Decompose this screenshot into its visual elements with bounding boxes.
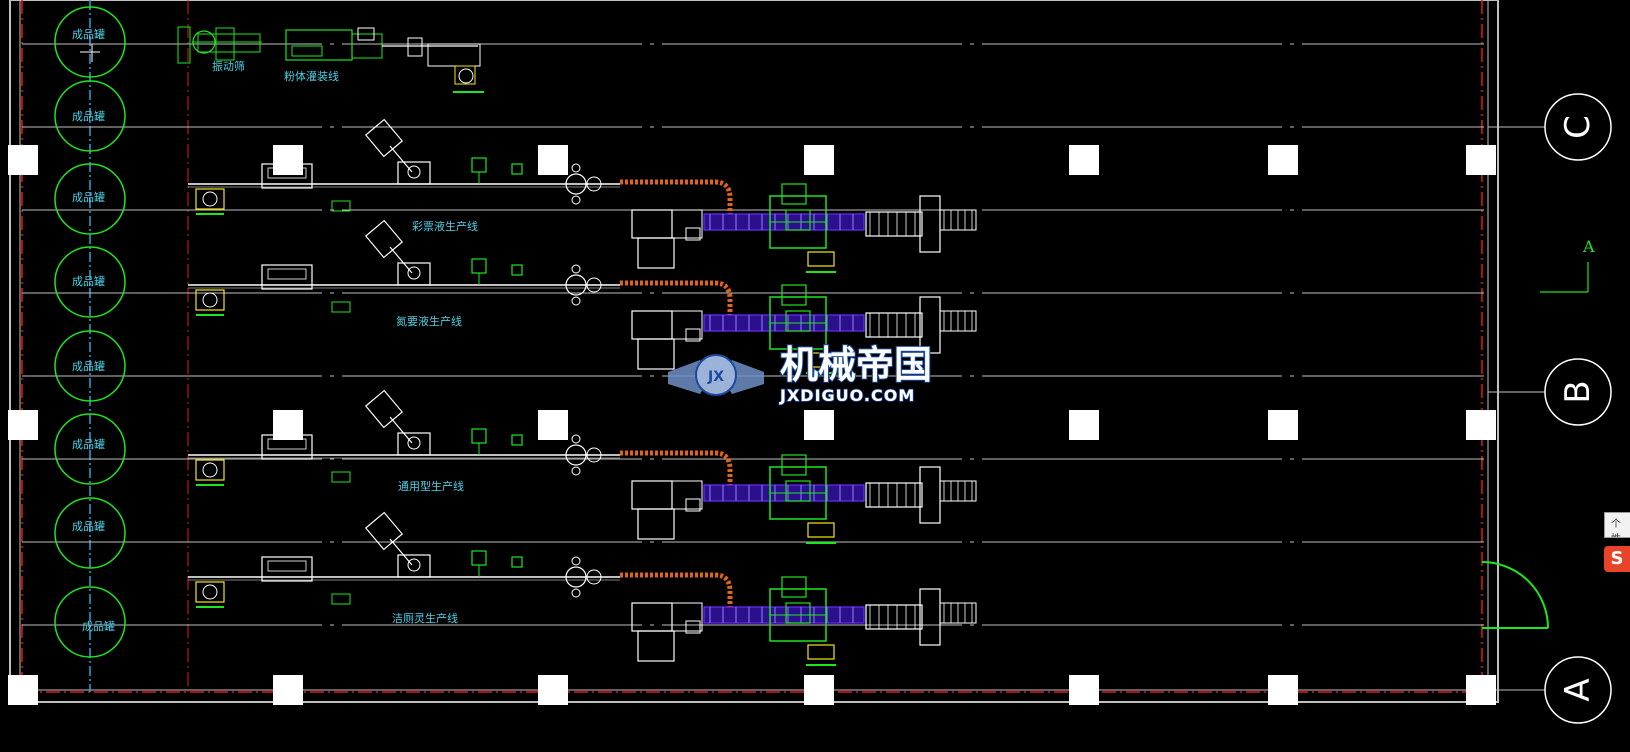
- tank[interactable]: 成品罐: [54, 246, 126, 318]
- production-line[interactable]: 洁厕灵生产线: [188, 511, 977, 666]
- axis-label-c: C: [1558, 115, 1598, 139]
- tank-label: 成品罐: [72, 520, 105, 533]
- column: [8, 145, 38, 175]
- production-line-label: 通用型生产线: [398, 479, 464, 493]
- column: [1268, 410, 1298, 440]
- tank-label: 成品罐: [72, 110, 105, 123]
- watermark-en: JXDIGUO.COM: [779, 386, 915, 405]
- production-line[interactable]: 彩票液生产线: [188, 118, 977, 273]
- column: [1268, 145, 1298, 175]
- powder-sieve-label: 振动筛: [212, 59, 245, 73]
- tank[interactable]: 成品罐: [54, 586, 126, 658]
- production-line[interactable]: 通用型生产线: [188, 389, 977, 544]
- axis-label-a: A: [1558, 678, 1598, 701]
- axis-bubble-a[interactable]: A: [1544, 656, 1612, 724]
- door-swing: [1481, 561, 1549, 629]
- section-view-marker: A: [1540, 237, 1595, 293]
- finished-product-tanks: 成品罐 成品罐 成品罐 成品罐 成品罐 成品罐 成品罐 成品罐: [54, 6, 126, 658]
- production-line-label: 洁厕灵生产线: [392, 611, 458, 625]
- axis-label-b: B: [1558, 380, 1598, 403]
- tank-label: 成品罐: [72, 360, 105, 373]
- tank-label: 成品罐: [72, 275, 105, 288]
- column: [273, 675, 303, 705]
- column: [804, 410, 834, 440]
- column: [1069, 410, 1099, 440]
- tank[interactable]: 成品罐: [54, 6, 126, 78]
- column: [1466, 675, 1496, 705]
- tank-label: 成品罐: [72, 28, 105, 41]
- tank[interactable]: 成品罐: [54, 163, 126, 235]
- axis-bubble-b[interactable]: B: [1544, 358, 1612, 426]
- view-marker-label: A: [1582, 237, 1595, 256]
- structural-columns: [8, 145, 1496, 705]
- production-line[interactable]: 氮要液生产线: [188, 219, 977, 374]
- column: [538, 410, 568, 440]
- powder-filling-line[interactable]: 振动筛 粉体灌装线: [177, 26, 484, 93]
- tank[interactable]: 成品罐: [54, 497, 126, 569]
- column: [1268, 675, 1298, 705]
- production-line-label: 氮要液生产线: [396, 314, 462, 328]
- tank-label: 成品罐: [82, 620, 115, 633]
- column: [804, 145, 834, 175]
- tank[interactable]: 成品罐: [54, 330, 126, 402]
- tank-label: 成品罐: [72, 438, 105, 451]
- tank-label: 成品罐: [72, 191, 105, 204]
- sogou-logo-icon[interactable]: S: [1604, 546, 1630, 572]
- column: [1069, 675, 1099, 705]
- column: [538, 145, 568, 175]
- horizontal-grid-lines: [22, 43, 1484, 626]
- watermark-cn: 机械帝国: [780, 343, 932, 387]
- column: [804, 675, 834, 705]
- axis-extension-lines: [1488, 126, 1545, 691]
- tank[interactable]: 成品罐: [54, 80, 126, 152]
- watermark-badge: JX: [707, 369, 724, 385]
- building-outline: [9, 0, 1499, 703]
- side-popup[interactable]: 个性: [1604, 512, 1630, 538]
- powder-filling-line-label: 粉体灌装线: [284, 69, 339, 83]
- tank[interactable]: 成品罐: [54, 413, 126, 485]
- column: [1466, 145, 1496, 175]
- column: [538, 675, 568, 705]
- column: [8, 675, 38, 705]
- column: [1069, 145, 1099, 175]
- column: [273, 145, 303, 175]
- axis-bubble-c[interactable]: C: [1544, 93, 1612, 161]
- gear-icon: [695, 354, 737, 396]
- column: [8, 410, 38, 440]
- column: [1466, 410, 1496, 440]
- production-line-label: 彩票液生产线: [412, 219, 478, 233]
- watermark: JX 机械帝国 JXDIGUO.COM: [668, 342, 933, 406]
- grid-axis-bubbles: C B A: [1544, 93, 1612, 724]
